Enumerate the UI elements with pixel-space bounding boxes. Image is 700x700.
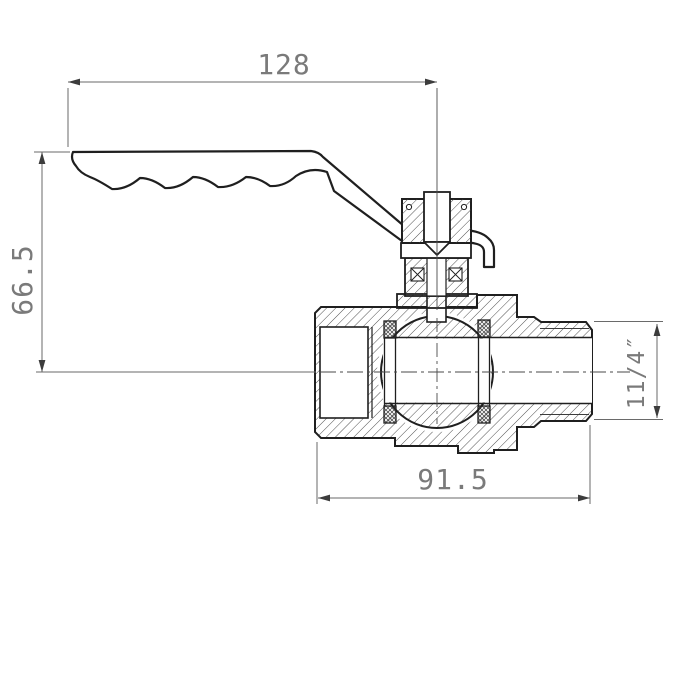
arrow-bottom <box>38 360 46 372</box>
arrow-top <box>653 324 661 336</box>
dimension-handle-length: 128 <box>67 48 437 147</box>
stem-o-rings <box>410 267 463 282</box>
female-port-bore <box>319 326 369 419</box>
arrow-left <box>68 78 80 86</box>
arrow-top <box>38 152 46 164</box>
nut-seal-left <box>405 203 413 211</box>
dim-text-thread: 11/4″ <box>624 335 650 409</box>
lever-handle <box>70 149 496 269</box>
dimension-thread-size: 11/4″ <box>594 321 663 420</box>
dim-text-128: 128 <box>257 48 311 81</box>
valve-body <box>314 294 593 454</box>
arrow-right <box>578 494 590 502</box>
male-port-bore <box>488 337 592 404</box>
dim-text-91-5: 91.5 <box>417 463 488 496</box>
arrow-right <box>425 78 437 86</box>
stem-shaft <box>426 257 447 297</box>
dimension-body-length: 91.5 <box>316 425 591 504</box>
seat-seals <box>383 319 491 424</box>
arrow-left <box>318 494 330 502</box>
centerlines <box>320 88 630 424</box>
dimension-overall-height: 66.5 <box>6 151 316 373</box>
arrow-bottom <box>653 406 661 418</box>
dim-text-66-5: 66.5 <box>6 244 39 315</box>
nut-seal-right <box>460 203 468 211</box>
handle-outline <box>70 149 496 269</box>
stem-assembly <box>396 191 478 309</box>
